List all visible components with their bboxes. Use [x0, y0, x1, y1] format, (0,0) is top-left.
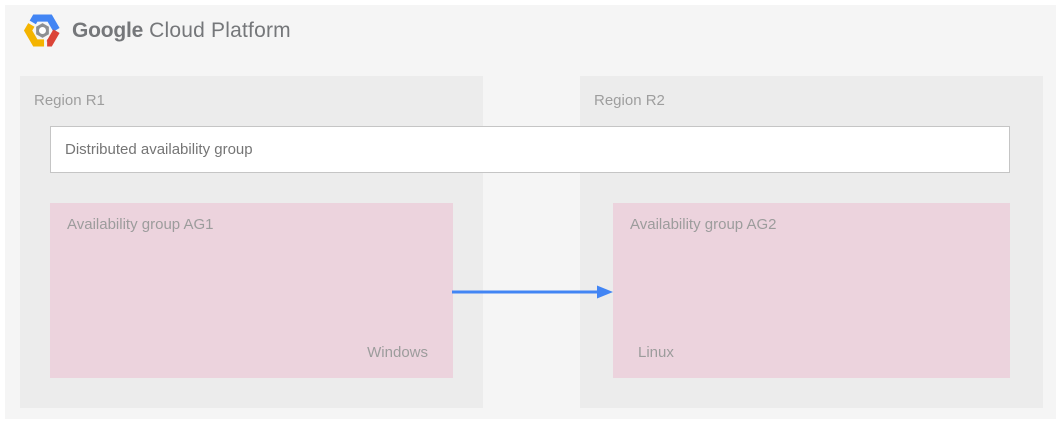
distributed-availability-group-box: Distributed availability group	[50, 126, 1010, 173]
os-label-linux: Linux	[638, 344, 674, 361]
gcp-hexagon-logo-icon	[24, 14, 60, 47]
brand-cloud-platform: Cloud Platform	[149, 18, 291, 42]
brand-google: Google	[72, 18, 144, 42]
region-r2-label: Region R2	[594, 92, 665, 109]
os-label-windows: Windows	[367, 344, 428, 361]
distributed-availability-group-label: Distributed availability group	[65, 141, 253, 158]
replication-arrow-icon	[452, 285, 613, 299]
availability-group-ag2-box: Availability group AG2 Linux	[613, 203, 1010, 378]
availability-group-ag1-label: Availability group AG1	[67, 216, 214, 233]
region-r1-label: Region R1	[34, 92, 105, 109]
availability-group-ag2-label: Availability group AG2	[630, 216, 777, 233]
availability-group-ag1-box: Availability group AG1 Windows	[50, 203, 453, 378]
